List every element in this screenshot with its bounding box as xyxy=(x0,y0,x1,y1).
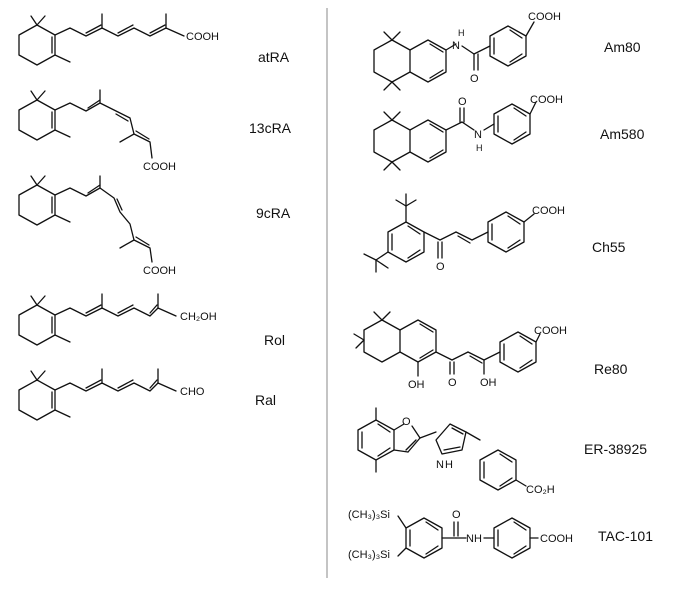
tac101-si-bottom-label: (CH₃)₃Si xyxy=(348,549,390,561)
13cra-name: 13cRA xyxy=(249,120,292,136)
am80-o-label: O xyxy=(470,73,479,85)
9cra-name: 9cRA xyxy=(256,205,291,221)
ch55-cooh-label: COOH xyxy=(532,205,565,217)
13cra-cooh-label: COOH xyxy=(143,161,176,173)
structure-am80: N H O COOH xyxy=(373,11,561,91)
9cra-cooh-label: COOH xyxy=(143,265,176,277)
structure-am580: O N H COOH xyxy=(373,94,563,171)
er38925-co2h-label: CO₂H xyxy=(526,484,555,496)
structure-9cra: COOH xyxy=(18,175,176,277)
am580-h-label: H xyxy=(476,143,483,153)
am580-name: Am580 xyxy=(600,126,645,142)
tac101-name: TAC-101 xyxy=(598,528,653,544)
structure-tac101: (CH₃)₃Si (CH₃)₃Si O NH COOH xyxy=(348,509,573,561)
structure-atra: COOH xyxy=(18,13,219,66)
am580-o-label: O xyxy=(458,96,467,108)
atra-name: atRA xyxy=(258,49,290,65)
am80-n-label: N xyxy=(452,40,460,52)
er38925-o-label: O xyxy=(402,416,411,428)
tac101-si-top-label: (CH₃)₃Si xyxy=(348,509,390,521)
er38925-name: ER-38925 xyxy=(584,441,647,457)
tac101-o-label: O xyxy=(452,509,461,521)
re80-cooh-label: COOH xyxy=(534,325,567,337)
tac101-nh-label: NH xyxy=(466,533,482,545)
ch55-name: Ch55 xyxy=(592,239,626,255)
structure-ch55: O COOH xyxy=(363,193,565,273)
structure-er38925: O N H CO₂H xyxy=(357,407,555,496)
er38925-nh-n-label: N xyxy=(436,459,444,471)
structure-re80: OH O OH COOH xyxy=(353,311,567,391)
am80-cooh-label: COOH xyxy=(528,11,561,23)
structure-rol: CH₂OH xyxy=(18,293,217,346)
re80-oh-right-label: OH xyxy=(480,377,497,389)
ral-name: Ral xyxy=(255,392,276,408)
rol-name: Rol xyxy=(264,332,285,348)
rol-ch2oh-label: CH₂OH xyxy=(180,311,217,323)
atra-cooh-label: COOH xyxy=(186,31,219,43)
re80-o-label: O xyxy=(448,377,457,389)
er38925-nh-h-label: H xyxy=(445,459,453,471)
re80-name: Re80 xyxy=(594,361,628,377)
structure-ral: CHO xyxy=(18,368,205,421)
am80-name: Am80 xyxy=(604,39,641,55)
am580-n-label: N xyxy=(474,129,482,141)
ral-cho-label: CHO xyxy=(180,386,205,398)
am80-h-label: H xyxy=(458,28,465,38)
structure-13cra: COOH xyxy=(18,89,176,173)
ch55-o-label: O xyxy=(436,261,445,273)
am580-cooh-label: COOH xyxy=(530,94,563,106)
tac101-cooh-label: COOH xyxy=(540,533,573,545)
re80-oh-left-label: OH xyxy=(408,379,425,391)
